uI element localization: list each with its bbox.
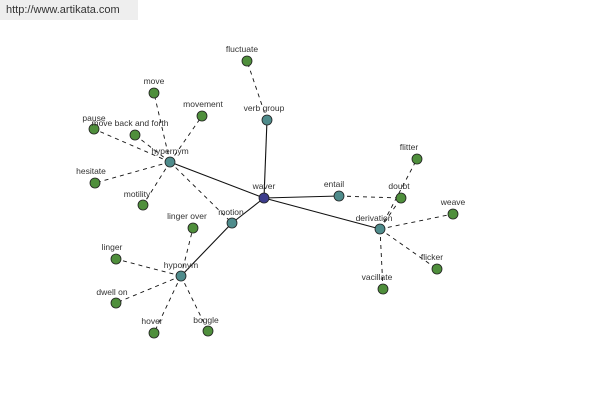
word-node-label: boggle — [193, 315, 219, 325]
relation-node-label: entail — [324, 179, 344, 189]
relation-node-verb-group[interactable]: verb group — [244, 103, 285, 126]
dashed-edge-hypernym-to-hesitate — [94, 161, 171, 184]
word-node-vacillate[interactable]: vacillate — [362, 272, 393, 295]
edge-waver-to-verb-group — [263, 119, 268, 199]
dashed-edge-hypernym-to-motion — [169, 161, 233, 224]
relation-node-hypernym[interactable]: hypernym — [151, 146, 189, 168]
word-node-movement[interactable]: movement — [183, 99, 223, 122]
word-node-label: pause — [82, 113, 105, 123]
dashed-edge-hyponym-to-dwell-on — [115, 275, 182, 304]
word-node-label: linger — [102, 242, 123, 252]
word-node-dot[interactable] — [187, 222, 199, 234]
word-node-label: weave — [440, 197, 466, 207]
relation-node-label: hypernym — [151, 146, 188, 156]
word-node-label: dwell on — [96, 287, 127, 297]
word-node-label: vacillate — [362, 272, 393, 282]
edge-motion-to-hyponym — [180, 222, 233, 277]
dashed-edge-derivation-to-flitter — [379, 158, 418, 230]
word-node-label: flicker — [421, 252, 443, 262]
word-node-boggle[interactable]: boggle — [193, 315, 219, 337]
word-node-dot[interactable] — [148, 87, 160, 99]
word-node-dot[interactable] — [89, 177, 101, 189]
word-node-move-back-and-forth[interactable]: move back and forth — [91, 118, 169, 141]
dashed-edge-derivation-to-doubt — [379, 197, 402, 230]
word-node-doubt[interactable]: doubt — [388, 181, 410, 204]
relation-node-dot[interactable] — [226, 217, 238, 229]
word-node-label: doubt — [388, 181, 410, 191]
relation-node-label: hyponym — [164, 260, 199, 270]
dashed-edge-hyponym-to-boggle — [180, 275, 209, 332]
word-node-dot[interactable] — [241, 55, 253, 67]
dashed-edge-hypernym-to-pause — [93, 128, 171, 163]
relation-node-dot[interactable] — [261, 114, 273, 126]
relation-node-label: verb group — [244, 103, 285, 113]
word-node-move[interactable]: move — [144, 76, 165, 99]
word-node-dot[interactable] — [411, 153, 423, 165]
word-node-label: movement — [183, 99, 223, 109]
word-node-dot[interactable] — [110, 297, 122, 309]
word-node-label: hesitate — [76, 166, 106, 176]
edge-waver-to-entail — [263, 195, 340, 199]
word-node-label: move — [144, 76, 165, 86]
word-node-dwell-on[interactable]: dwell on — [96, 287, 128, 309]
word-node-label: flitter — [400, 142, 419, 152]
word-node-dot[interactable] — [129, 129, 141, 141]
dashed-edge-hypernym-to-move — [153, 92, 171, 163]
dashed-edge-derivation-to-vacillate — [379, 228, 384, 290]
word-node-hover[interactable]: hover — [141, 316, 163, 339]
word-node-dot[interactable] — [110, 253, 122, 265]
dashed-edge-hypernym-to-movement — [169, 115, 203, 163]
dashed-edge-verb-group-to-fluctuate — [246, 60, 268, 121]
word-node-dot[interactable] — [447, 208, 459, 220]
dashed-edge-hyponym-to-hover — [153, 275, 182, 334]
edge-waver-to-derivation — [263, 197, 381, 230]
word-node-label: fluctuate — [226, 44, 258, 54]
dashed-edge-hyponym-to-linger-over — [180, 227, 194, 277]
word-node-flicker[interactable]: flicker — [421, 252, 443, 275]
relation-node-hyponym[interactable]: hyponym — [164, 260, 199, 282]
word-node-hesitate[interactable]: hesitate — [76, 166, 106, 189]
word-node-linger-over[interactable]: linger over — [167, 211, 207, 234]
word-node-label: motility — [124, 189, 151, 199]
relation-node-label: motion — [218, 207, 244, 217]
relation-node-derivation[interactable]: derivation — [356, 213, 393, 235]
word-node-dot[interactable] — [137, 199, 149, 211]
relation-node-dot[interactable] — [374, 223, 386, 235]
root-node-label: waver — [252, 181, 276, 191]
dashed-edge-hypernym-to-motility — [142, 161, 171, 206]
word-node-pause[interactable]: pause — [82, 113, 106, 135]
root-node-dot[interactable] — [258, 192, 270, 204]
word-node-fluctuate[interactable]: fluctuate — [226, 44, 258, 67]
word-node-dot[interactable] — [148, 327, 160, 339]
word-node-dot[interactable] — [431, 263, 443, 275]
word-node-dot[interactable] — [88, 123, 100, 135]
dashed-edge-derivation-to-flicker — [379, 228, 438, 270]
relation-node-label: derivation — [356, 213, 393, 223]
word-node-linger[interactable]: linger — [102, 242, 123, 265]
edge-waver-to-motion — [231, 197, 265, 224]
edges-layer — [93, 60, 454, 334]
word-node-weave[interactable]: weave — [440, 197, 466, 220]
word-node-label: hover — [141, 316, 162, 326]
word-node-label: linger over — [167, 211, 207, 221]
word-node-dot[interactable] — [196, 110, 208, 122]
relation-node-dot[interactable] — [333, 190, 345, 202]
dashed-edge-hyponym-to-linger — [115, 258, 182, 277]
relation-node-dot[interactable] — [164, 156, 176, 168]
dashed-edge-entail-to-doubt — [338, 195, 402, 199]
root-node-waver[interactable]: waver — [252, 181, 276, 204]
url-banner[interactable]: http://www.artikata.com — [0, 0, 138, 20]
relation-node-entail[interactable]: entail — [324, 179, 345, 202]
relation-node-motion[interactable]: motion — [218, 207, 244, 229]
word-node-label: move back and forth — [91, 118, 168, 128]
edge-waver-to-hypernym — [169, 161, 265, 199]
word-node-dot[interactable] — [395, 192, 407, 204]
word-node-dot[interactable] — [377, 283, 389, 295]
word-node-dot[interactable] — [202, 325, 214, 337]
word-node-motility[interactable]: motility — [124, 189, 151, 211]
relation-node-dot[interactable] — [175, 270, 187, 282]
word-node-flitter[interactable]: flitter — [400, 142, 423, 165]
